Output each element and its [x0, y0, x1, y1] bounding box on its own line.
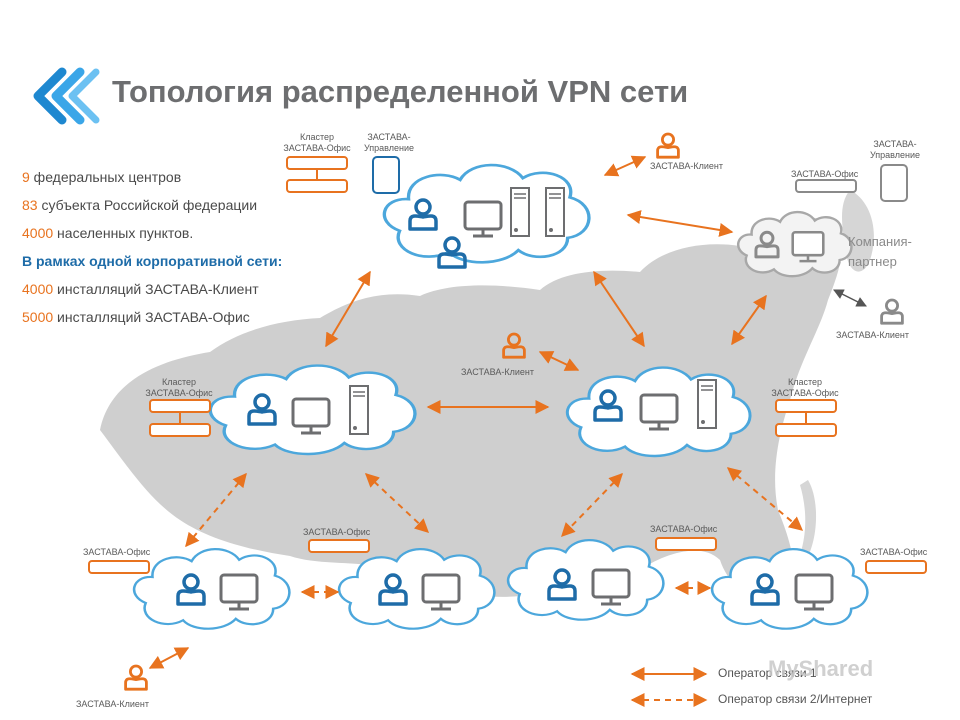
tablet-icon [880, 164, 908, 202]
facts-list: 9 федеральных центров 83 субъекта Россий… [22, 168, 322, 336]
office-label: ЗАСТАВА-Офис [860, 547, 928, 557]
logo-icon [33, 67, 100, 125]
management-label: ЗАСТАВА-Управление [869, 139, 921, 160]
legend-dashed-label: Оператор связи 2/Интернет [718, 692, 873, 706]
fact-row: 4000 инсталляций ЗАСТАВА-Клиент [22, 281, 259, 297]
router-icon [795, 179, 857, 193]
legend-solid-label: Оператор связи 1 [718, 666, 817, 680]
user-icon [124, 664, 148, 691]
client-label: ЗАСТАВА-Клиент [461, 367, 534, 377]
fact-row: 5000 инсталляций ЗАСТАВА-Офис [22, 309, 250, 325]
office-label: ЗАСТАВА-Офис [791, 169, 859, 179]
server-icon [545, 187, 565, 237]
fact-row: 4000 населенных пунктов. [22, 225, 194, 241]
management-label: ЗАСТАВА-Управление [363, 132, 415, 153]
office-label: ЗАСТАВА-Офис [650, 524, 718, 534]
watermark: MyShared [768, 656, 874, 681]
cluster-office-label: Кластер ЗАСТАВА-Офис [145, 377, 213, 398]
sw1-cloud [132, 547, 291, 630]
islands-map [800, 480, 817, 560]
client-label: ЗАСТАВА-Клиент [76, 699, 149, 709]
partner-label: Компания-партнер [848, 234, 912, 269]
tablet-icon [372, 156, 400, 194]
solid-links [148, 155, 767, 669]
server-icon [697, 379, 717, 429]
fact-heading: В рамках одной корпоративной сети: [22, 253, 283, 269]
cluster-office-label: Кластер ЗАСТАВА-Офис [771, 377, 839, 398]
cluster-office-label: Кластер ЗАСТАВА-Офис [283, 132, 351, 153]
server-icon [349, 385, 369, 435]
office-label: ЗАСТАВА-Офис [303, 527, 371, 537]
server-icon [510, 187, 530, 237]
fact-row: 9 федеральных центров [22, 169, 182, 185]
client-label: ЗАСТАВА-Клиент [650, 161, 723, 171]
router-icon [88, 156, 927, 574]
user-icon [880, 298, 904, 325]
user-icon [656, 132, 680, 159]
fact-row: 83 субъекта Российской федерации [22, 197, 258, 213]
dashed-links [185, 467, 804, 599]
partner-client-link [833, 289, 867, 307]
office-label: ЗАСТАВА-Офис [83, 547, 151, 557]
client-label: ЗАСТАВА-Клиент [836, 330, 909, 340]
page-title: Топология распределенной VPN сети [112, 74, 689, 109]
